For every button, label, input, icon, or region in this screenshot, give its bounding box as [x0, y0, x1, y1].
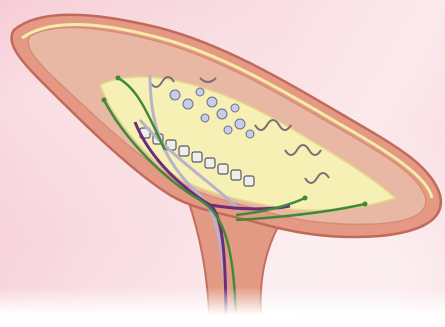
white-floor [0, 287, 445, 327]
